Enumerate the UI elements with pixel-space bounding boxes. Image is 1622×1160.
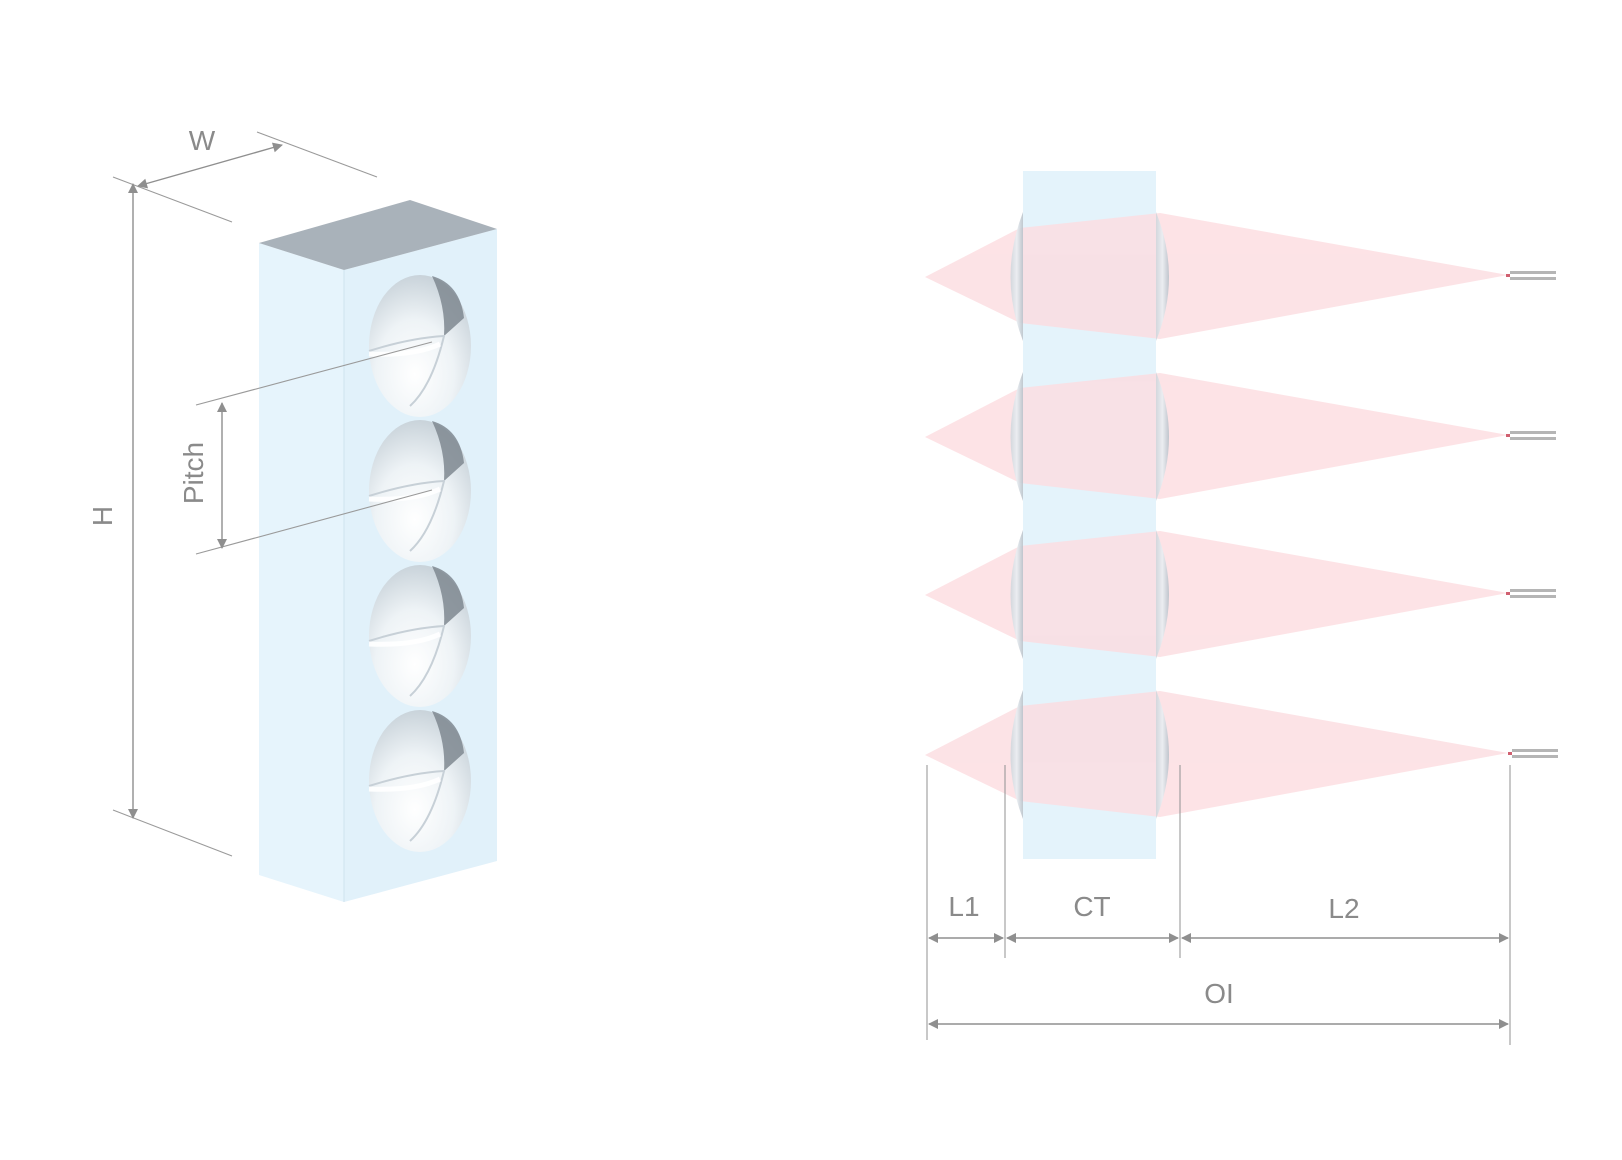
lens-2 [368, 420, 471, 562]
width-dimension: W [112, 125, 378, 223]
fibers [1506, 271, 1558, 758]
lens-1 [368, 275, 471, 417]
beam-4 [925, 691, 1508, 817]
extension-lines [926, 765, 1511, 1045]
ct-dimension: CT [1006, 891, 1179, 943]
fiber-2 [1506, 431, 1556, 440]
side-lenses [1010, 212, 1169, 819]
pitch-dimension: Pitch [178, 341, 433, 555]
beam-3 [925, 531, 1508, 657]
width-label: W [189, 125, 216, 156]
side-lens-4 [1010, 690, 1169, 819]
optical-side-view: L1 CT L2 OI [925, 171, 1558, 1045]
side-lens-1 [1010, 212, 1169, 341]
lens-4 [368, 710, 471, 852]
substrate-top-face [259, 200, 497, 270]
height-label: H [87, 506, 118, 526]
substrate-left-face [259, 243, 344, 902]
fiber-1 [1506, 271, 1556, 280]
oi-label: OI [1204, 978, 1234, 1009]
lens-3 [368, 565, 471, 707]
side-lens-2 [1010, 372, 1169, 501]
beam-2 [925, 373, 1508, 499]
ct-label: CT [1073, 891, 1110, 922]
height-dimension: H [87, 183, 233, 857]
l1-dimension: L1 [928, 891, 1004, 943]
lens-array-block: W H Pitch [87, 125, 497, 902]
lens-elements [368, 275, 471, 852]
fiber-4 [1508, 749, 1558, 758]
l1-label: L1 [948, 891, 979, 922]
l2-dimension: L2 [1181, 893, 1509, 943]
oi-dimension: OI [928, 978, 1509, 1029]
pitch-label: Pitch [178, 442, 209, 504]
beams [925, 213, 1508, 817]
fiber-3 [1506, 589, 1556, 598]
l2-label: L2 [1328, 893, 1359, 924]
side-lens-3 [1010, 530, 1169, 659]
beam-1 [925, 213, 1508, 339]
